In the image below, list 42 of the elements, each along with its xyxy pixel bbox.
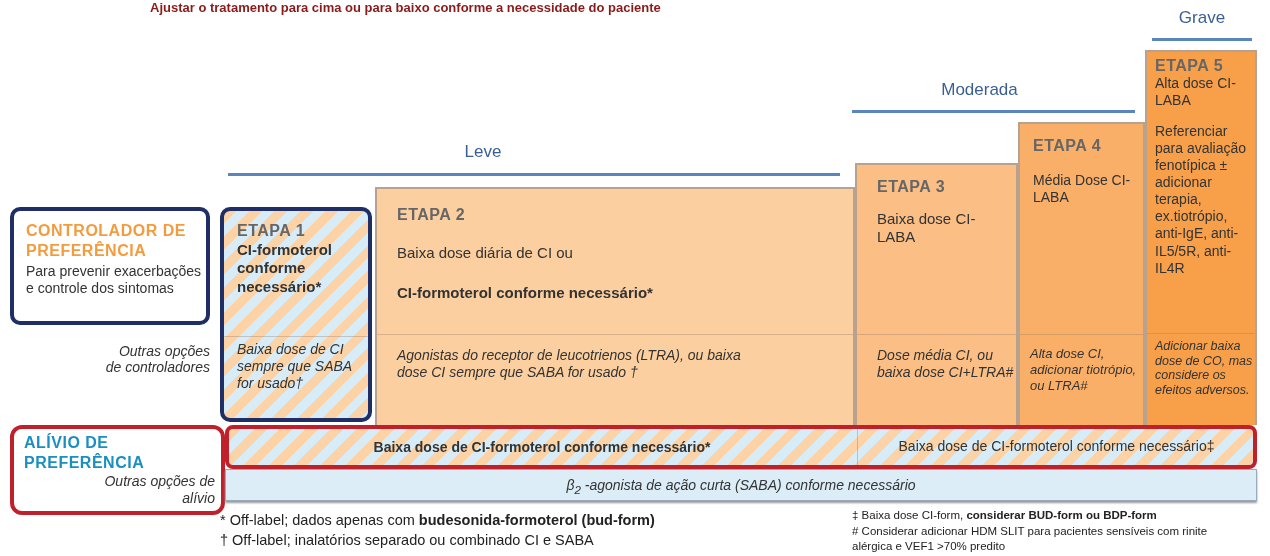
step-column [220, 207, 372, 422]
other-controller-options: Agonistas do receptor de leucotrienos (LTRA), ou baixa dose CI sempre que SABA for usado † [397, 347, 757, 382]
footnote: # Considerar adicionar HDM SLIT para pacientes sensíveis com rinite alérgica e VEF1 >70% predito [852, 524, 1209, 554]
category-heading: CONTROLADOR DE PREFERÊNCIA [26, 221, 187, 261]
footnote: ‡ Baixa dose CI-form, considerar BUD-form ou BDP-form [852, 509, 1158, 521]
other-controller-options: Baixa dose de CI sempre que SABA for usado† [237, 341, 359, 393]
step-heading: ETAPA 5 [1155, 56, 1225, 76]
step-heading: ETAPA 3 [877, 177, 947, 197]
step-column [1018, 122, 1145, 425]
severity-label: Leve [463, 142, 503, 162]
preferred-controller: Baixa dose CI-LABA [877, 210, 977, 247]
title: Ajustar o tratamento para cima ou para baixo conforme a necessidade do paciente [150, 0, 661, 15]
preferred-controller: Referenciar para avaliação fenotípica ± adicionar terapia, ex.tiotrópio, anti-IgE, anti-IL5/5R, anti-IL4R [1155, 123, 1248, 277]
other-controller-options: Adicionar baixa dose de CO, mas considere os efeitos adversos. [1155, 339, 1257, 398]
severity-label: Grave [1177, 8, 1227, 28]
preferred-reliever: Baixa dose de CI-formoterol conforme necessário* [372, 439, 712, 457]
step-column [1145, 50, 1257, 425]
footnote: * Off-label; dados apenas com budesonida-formoterol (bud-form) [220, 512, 656, 528]
severity-label: Moderada [940, 80, 1019, 100]
other-reliever-options: Outras opções de alívio [75, 473, 215, 508]
preferred-controller: Alta dose CI-LABA [1155, 75, 1237, 110]
preferred-controller: Baixa dose diária de CI ou [397, 244, 574, 263]
category-description: Para prevenir exacerbações e controle dos sintomas [26, 263, 203, 298]
step-column [375, 187, 855, 425]
other-reliever-option: β$_{2}$ -agonista de ação curta (SABA) conforme necessário [226, 477, 1256, 498]
step-column [855, 163, 1018, 425]
preferred-controller: CI-formoterol conforme necessário* [397, 284, 654, 303]
step-heading: ETAPA 1 [237, 221, 307, 241]
category-box [10, 207, 210, 325]
reliever-bar [225, 469, 1257, 501]
step-heading: ETAPA 4 [1033, 136, 1103, 156]
other-controller-options: Alta dose CI, adicionar tiotrópio, ou LTRA# [1030, 346, 1142, 394]
other-controller-options: Dose média CI, ou baixa dose CI+LTRA# [877, 347, 1017, 382]
preferred-controller: Média Dose CI-LABA [1033, 172, 1132, 207]
category-heading: ALÍVIO DE PREFERÊNCIA [24, 433, 146, 473]
reliever-bar [225, 425, 1257, 469]
step-heading: ETAPA 2 [397, 205, 467, 225]
preferred-reliever: Baixa dose de CI-formoterol conforme necessário‡ [897, 438, 1216, 456]
row-label: Outras opções de controladores [104, 343, 210, 376]
preferred-controller: CI-formoterol conforme necessário* [237, 241, 333, 296]
footnote: † Off-label; inalatórios separado ou combinado CI e SABA [220, 532, 595, 548]
category-box [10, 425, 225, 515]
